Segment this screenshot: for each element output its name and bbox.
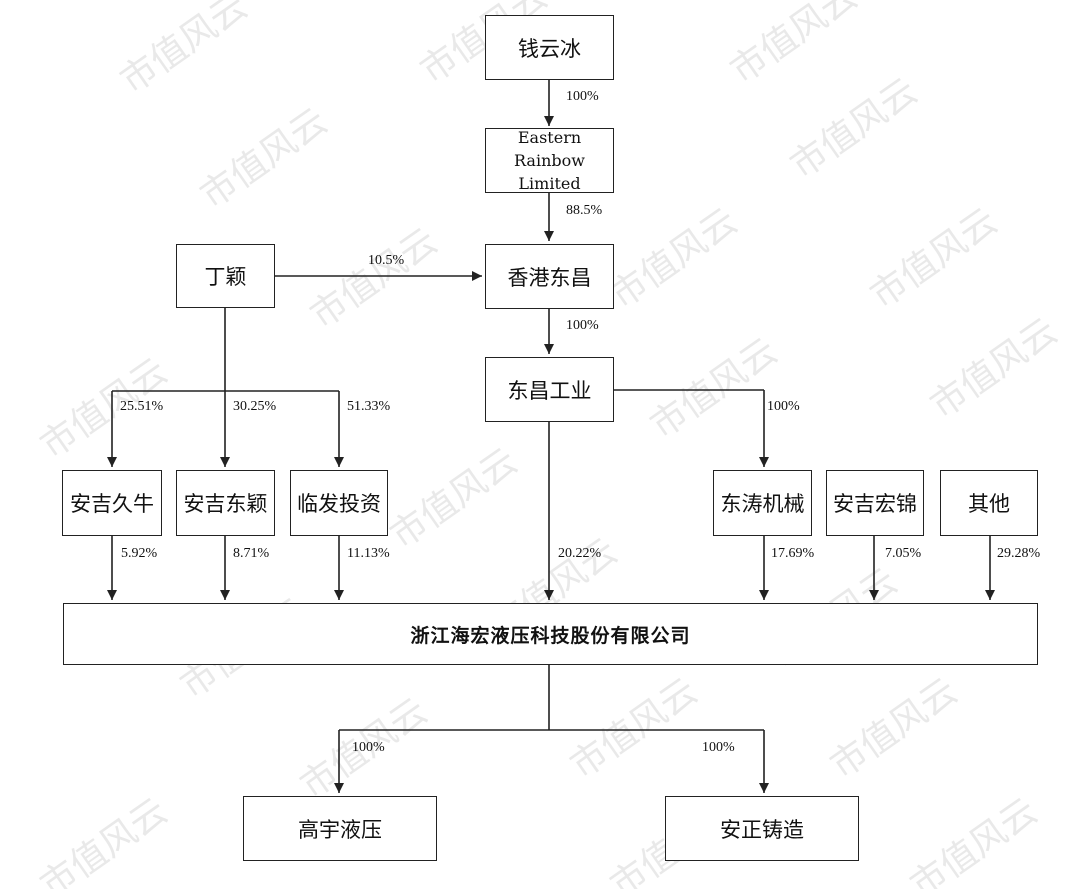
entity-linfa-investment: 临发投资 xyxy=(290,470,388,536)
entity-label: 东昌工业 xyxy=(507,378,592,403)
pct-linfa-to-main: 11.13% xyxy=(347,546,390,561)
entity-label-line: Eastern xyxy=(517,128,582,147)
entity-label-line: Rainbow xyxy=(514,151,585,170)
pct-jiuniu-to-main: 5.92% xyxy=(121,546,158,561)
entity-anzheng-casting: 安正铸造 xyxy=(665,796,859,861)
entity-qian-yunbing: 钱云冰 xyxy=(485,15,614,80)
entity-label: 高宇液压 xyxy=(298,817,382,842)
entity-label-line: Limited xyxy=(518,174,581,193)
pct-others-to-main: 29.28% xyxy=(997,546,1041,561)
entity-anji-jiuniu: 安吉久牛 xyxy=(62,470,162,536)
entity-anji-dongying: 安吉东颖 xyxy=(176,470,275,536)
entity-label: 其他 xyxy=(968,492,1010,516)
entity-hk-dongchang: 香港东昌 xyxy=(485,244,614,309)
pct-dongchang-to-main: 20.22% xyxy=(558,546,602,561)
pct-ding-to-dongying: 30.25% xyxy=(233,399,277,414)
entity-label: 安吉宏锦 xyxy=(833,492,917,516)
entity-label: 安吉久牛 xyxy=(70,492,154,516)
entity-label: 东涛机械 xyxy=(720,492,805,516)
pct-main-to-anzheng: 100% xyxy=(702,740,735,755)
entity-others: 其他 xyxy=(940,470,1038,536)
pct-dongtao-to-main: 17.69% xyxy=(771,546,815,561)
entity-eastern-rainbow: Eastern Rainbow Limited xyxy=(485,128,614,193)
entity-anji-hongjin: 安吉宏锦 xyxy=(826,470,924,536)
pct-hk-to-dongchang: 100% xyxy=(566,318,599,333)
pct-ding-to-hk: 10.5% xyxy=(368,253,405,268)
entity-label: 安正铸造 xyxy=(720,817,804,842)
pct-ding-to-linfa: 51.33% xyxy=(347,399,391,414)
entity-label: 丁颖 xyxy=(204,265,247,289)
pct-dongchang-to-dongtao: 100% xyxy=(767,399,800,414)
entity-dongtao-machinery: 东涛机械 xyxy=(713,470,812,536)
entity-ding-ying: 丁颖 xyxy=(176,244,275,308)
entity-main-company: 浙江海宏液压科技股份有限公司 xyxy=(63,603,1038,665)
pct-main-to-gaoyu: 100% xyxy=(352,740,385,755)
entity-label: 浙江海宏液压科技股份有限公司 xyxy=(410,624,691,647)
pct-hongjin-to-main: 7.05% xyxy=(885,546,922,561)
entity-label: 临发投资 xyxy=(297,492,381,516)
pct-qian-to-eastern: 100% xyxy=(566,89,599,104)
pct-dongying-to-main: 8.71% xyxy=(233,546,270,561)
entity-label: 安吉东颖 xyxy=(183,492,268,516)
pct-ding-to-jiuniu: 25.51% xyxy=(120,399,164,414)
entity-label: 香港东昌 xyxy=(507,265,592,290)
pct-eastern-to-hk: 88.5% xyxy=(566,203,603,218)
entity-dongchang-industry: 东昌工业 xyxy=(485,357,614,422)
entity-label: 钱云冰 xyxy=(518,36,581,61)
entity-gaoyu-hydraulic: 高宇液压 xyxy=(243,796,437,861)
